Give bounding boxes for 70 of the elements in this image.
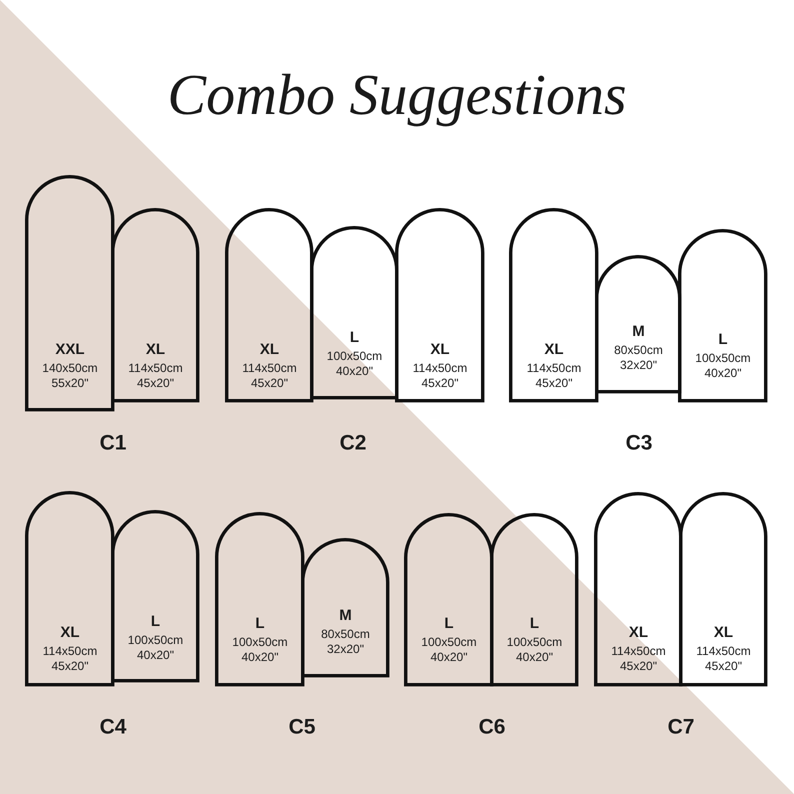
- metric-size: 100x50cm: [421, 636, 477, 648]
- combo-label: C4: [100, 716, 126, 738]
- size-label: XL: [60, 625, 80, 640]
- arch-panel: [679, 492, 768, 687]
- size-label: L: [530, 616, 540, 632]
- size-label: L: [255, 616, 265, 632]
- metric-size: 100x50cm: [326, 350, 382, 362]
- arch-panel: [490, 513, 579, 687]
- arch-panel: [215, 512, 305, 687]
- metric-size: 114x50cm: [526, 362, 582, 374]
- metric-size: 100x50cm: [695, 352, 751, 364]
- imperial-size: 32x20": [327, 642, 364, 655]
- imperial-size: 45x20": [52, 660, 88, 672]
- metric-size: 80x50cm: [321, 628, 370, 640]
- size-label: M: [632, 324, 645, 340]
- arch-panel: [25, 491, 115, 687]
- size-label: L: [150, 614, 160, 630]
- size-label: XL: [544, 342, 564, 358]
- metric-size: 114x50cm: [611, 644, 666, 657]
- imperial-size: 40x20": [516, 650, 553, 663]
- imperial-size: 45x20": [705, 660, 742, 672]
- size-label: XL: [714, 625, 734, 640]
- arch-panel: [301, 538, 390, 678]
- size-label: M: [339, 608, 352, 624]
- arch-panel: [25, 175, 115, 412]
- metric-size: 114x50cm: [696, 644, 751, 657]
- arch-panel: [395, 208, 485, 403]
- imperial-size: 40x20": [704, 366, 742, 379]
- arch-panel: [678, 229, 768, 403]
- combo-label: C7: [668, 716, 694, 738]
- imperial-size: 55x20": [52, 376, 88, 389]
- size-label: L: [718, 332, 728, 348]
- title: Combo Suggestions: [167, 66, 627, 124]
- imperial-size: 45x20": [137, 376, 174, 389]
- size-label: XL: [260, 342, 280, 358]
- imperial-size: 40x20": [137, 648, 174, 661]
- imperial-size: 40x20": [242, 650, 278, 663]
- metric-size: 100x50cm: [128, 634, 184, 646]
- arch-panel: [404, 513, 494, 687]
- imperial-size: 40x20": [336, 364, 373, 377]
- arch-panel: [225, 208, 314, 403]
- arch-panel: [509, 208, 599, 403]
- metric-size: 114x50cm: [242, 362, 297, 374]
- metric-size: 140x50cm: [42, 362, 98, 374]
- arch-panel: [111, 510, 200, 683]
- imperial-size: 45x20": [536, 376, 572, 389]
- combo-label: C3: [626, 432, 652, 454]
- metric-size: 100x50cm: [232, 636, 288, 648]
- size-label: L: [444, 616, 454, 632]
- combo-label: C6: [478, 716, 506, 738]
- size-label: XL: [430, 342, 450, 358]
- combo-label: C1: [100, 432, 126, 454]
- size-label: XL: [628, 625, 648, 640]
- combo-label: C2: [340, 432, 366, 454]
- imperial-size: 32x20": [620, 358, 657, 371]
- metric-size: 114x50cm: [412, 362, 468, 374]
- metric-size: 80x50cm: [614, 344, 663, 356]
- imperial-size: 45x20": [422, 376, 458, 389]
- size-label: XL: [146, 342, 166, 358]
- imperial-size: 45x20": [620, 660, 657, 672]
- arch-panel: [111, 208, 200, 403]
- combo-label: C5: [288, 716, 316, 738]
- imperial-size: 45x20": [251, 376, 288, 389]
- size-label: L: [350, 330, 360, 346]
- arch-panel: [594, 492, 683, 687]
- metric-size: 114x50cm: [128, 362, 183, 374]
- metric-size: 100x50cm: [506, 636, 562, 648]
- imperial-size: 40x20": [430, 650, 468, 663]
- size-label: XXL: [55, 342, 85, 358]
- metric-size: 114x50cm: [42, 644, 98, 657]
